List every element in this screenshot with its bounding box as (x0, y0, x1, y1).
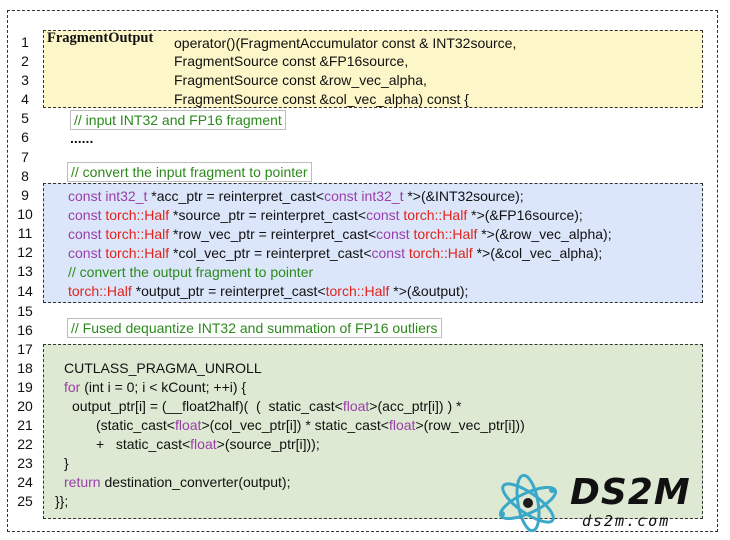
line-number: 5 (21, 110, 29, 126)
type-half: torch::Half (408, 245, 473, 261)
code-line-19: for (int i = 0; i < kCount; ++i) { (64, 378, 246, 397)
code-text: *>(&output); (389, 283, 469, 299)
keyword-const: const (68, 207, 102, 223)
code-text: *>(&FP16source); (467, 207, 583, 223)
ds2m-logo: DS2M ds2m.com (490, 470, 720, 534)
atom-icon (498, 473, 558, 533)
code-text: *col_vec_ptr = reinterpret_cast< (169, 245, 372, 261)
line-number: 4 (21, 91, 29, 107)
code-text: *>(&col_vec_alpha); (472, 245, 603, 261)
fragment-output-label: FragmentOutput (47, 30, 154, 46)
code-text: >(col_vec_ptr[i]) * static_cast< (201, 417, 389, 433)
line-number: 2 (21, 53, 29, 69)
type-half: torch::Half (403, 207, 468, 223)
line-number: 24 (17, 474, 33, 490)
type-half: torch::Half (325, 283, 390, 299)
code-text: >(acc_ptr[i]) ) * (369, 398, 462, 414)
code-text: *row_vec_ptr = reinterpret_cast< (169, 226, 377, 242)
keyword-const: const (376, 226, 410, 242)
code-line-18: CUTLASS_PRAGMA_UNROLL (64, 360, 262, 376)
code-line-23: } (64, 455, 69, 471)
line-number: 20 (17, 398, 33, 414)
code-text: *acc_ptr = reinterpret_cast< (147, 188, 325, 204)
comment-input-fragment: // input INT32 and FP16 fragment (70, 110, 286, 130)
code-line-20: output_ptr[i] = (__float2half)( ( static… (72, 397, 461, 416)
code-text: + static_cast< (96, 436, 191, 452)
code-text: (static_cast< (96, 417, 175, 433)
code-text: destination_converter(output); (100, 474, 291, 490)
comment-convert-input: // convert the input fragment to pointer (67, 162, 312, 182)
line-number: 22 (17, 436, 33, 452)
line-number: 18 (17, 360, 33, 376)
code-text: (int i = 0; i < kCount; ++i) { (80, 379, 247, 395)
line-number: 25 (17, 493, 33, 509)
line-number: 10 (17, 206, 33, 222)
signature-line-2: FragmentSource const &FP16source, (174, 53, 409, 69)
line-number: 7 (21, 149, 29, 165)
type-half: torch::Half (68, 283, 132, 299)
code-text: *source_ptr = reinterpret_cast< (169, 207, 367, 223)
line-number: 12 (17, 244, 33, 260)
code-text: *output_ptr = reinterpret_cast< (131, 283, 326, 299)
code-line-9: const int32_t *acc_ptr = reinterpret_cas… (68, 187, 524, 206)
code-text: *>(&INT32source); (403, 188, 524, 204)
ellipsis: ...... (70, 130, 94, 146)
signature-box (43, 30, 703, 108)
comment-convert-output: // convert the output fragment to pointe… (68, 264, 314, 280)
signature-line-1: operator()(FragmentAccumulator const & I… (174, 35, 517, 51)
type-float: float (342, 398, 370, 414)
type-half: torch::Half (105, 226, 170, 242)
outer-frame (7, 10, 718, 532)
type-half: torch::Half (105, 207, 170, 223)
line-number: 15 (17, 303, 33, 319)
keyword-const: const (366, 207, 400, 223)
line-number: 3 (21, 72, 29, 88)
keyword-const: const (371, 245, 405, 261)
type-float: float (174, 417, 202, 433)
code-text: *>(&row_vec_alpha); (477, 226, 612, 242)
keyword-const: const (68, 226, 102, 242)
line-number: 21 (17, 417, 33, 433)
code-line-25: }}; (55, 493, 69, 509)
line-number: 13 (17, 263, 33, 279)
code-text: >(source_ptr[i])); (216, 436, 320, 452)
line-number: 16 (17, 322, 33, 338)
comment-fused-dequantize: // Fused dequantize INT32 and summation … (67, 318, 442, 338)
keyword-for: for (64, 379, 81, 395)
pointer-conversion-box (43, 183, 703, 303)
line-number: 23 (17, 455, 33, 471)
logo-text: DS2M (570, 472, 691, 513)
signature-line-4: FragmentSource const &col_vec_alpha) con… (174, 91, 469, 107)
code-line-24: return destination_converter(output); (64, 473, 290, 492)
code-text: >(row_vec_ptr[i])) (415, 417, 525, 433)
code-line-11: const torch::Half *row_vec_ptr = reinter… (68, 225, 612, 244)
line-number: 17 (17, 341, 33, 357)
line-number: 9 (21, 187, 29, 203)
type-int32: int32_t (105, 188, 148, 204)
code-line-10: const torch::Half *source_ptr = reinterp… (68, 206, 583, 225)
keyword-const: const (324, 188, 358, 204)
type-half: torch::Half (105, 245, 170, 261)
line-number: 6 (21, 129, 29, 145)
line-number: 19 (17, 379, 33, 395)
code-line-22: + static_cast<float>(source_ptr[i])); (96, 435, 320, 454)
signature-line-3: FragmentSource const &row_vec_alpha, (174, 72, 427, 88)
code-line-12: const torch::Half *col_vec_ptr = reinter… (68, 244, 602, 263)
line-number: 14 (17, 283, 33, 299)
keyword-return: return (64, 474, 101, 490)
line-number: 8 (21, 168, 29, 184)
type-float: float (190, 436, 217, 452)
keyword-const: const (68, 245, 102, 261)
code-line-14: torch::Half *output_ptr = reinterpret_ca… (68, 282, 468, 301)
type-float: float (388, 417, 416, 433)
code-text: output_ptr[i] = (__float2half)( ( static… (72, 398, 343, 414)
type-int32: int32_t (361, 188, 404, 204)
code-line-21: (static_cast<float>(col_vec_ptr[i]) * st… (96, 416, 525, 435)
fused-compute-box (43, 344, 703, 519)
keyword-const: const (68, 188, 102, 204)
line-number: 1 (21, 34, 29, 50)
type-half: torch::Half (413, 226, 478, 242)
line-number: 11 (17, 225, 33, 241)
logo-subtext: ds2m.com (582, 512, 671, 530)
